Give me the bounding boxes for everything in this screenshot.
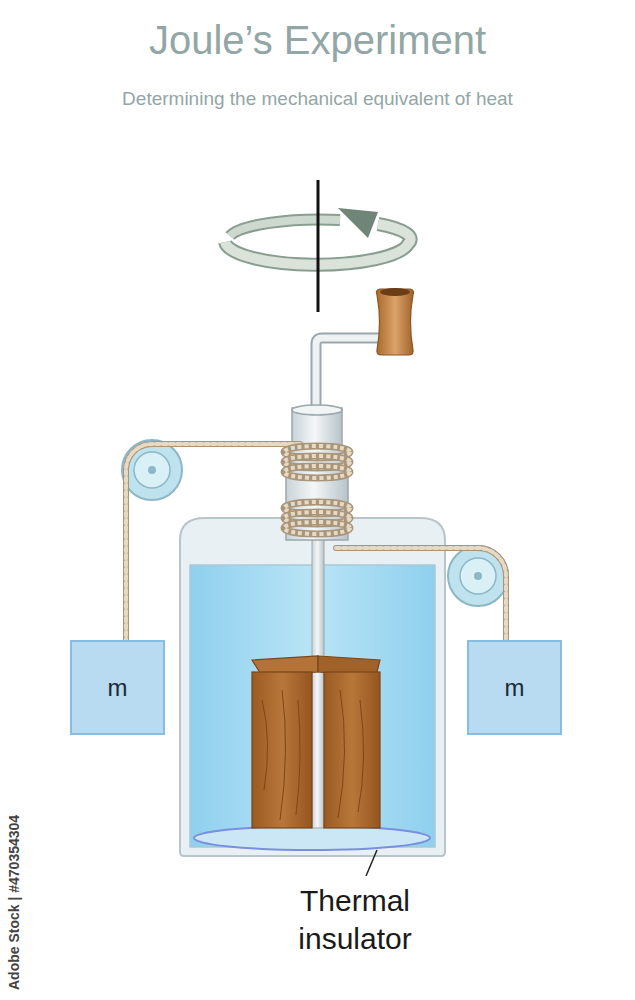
mass-label: m [505, 674, 525, 702]
leader-line [366, 850, 377, 876]
caption-wrap: Determining the mechanical equivalent of… [5, 88, 630, 110]
watermark: Adobe Stock | #470354304 [6, 750, 22, 990]
pulley [122, 440, 508, 606]
rope-coil [284, 466, 350, 478]
mass-label: m [108, 674, 128, 702]
rope [126, 444, 506, 642]
rope-coil [284, 466, 350, 478]
part-label-wrap: Thermal insulator [270, 882, 440, 958]
crank [316, 288, 414, 412]
rope-coil [284, 446, 350, 534]
rope-coil [284, 522, 350, 534]
rotation-axis [317, 180, 320, 312]
mass-block: m [467, 640, 562, 735]
caption: Determining the mechanical equivalent of… [5, 88, 630, 110]
title-wrap: Joule’s Experiment [10, 18, 625, 63]
mass-block: m [70, 640, 165, 735]
paddle-wheel [252, 656, 380, 828]
rope-coil [284, 522, 350, 534]
watermark-wrap: Adobe Stock | #470354304 [6, 750, 22, 990]
insulated-vessel [180, 518, 445, 856]
part-label: Thermal insulator [270, 882, 440, 958]
paddle-shaft [312, 530, 324, 828]
title: Joule’s Experiment [10, 18, 625, 63]
